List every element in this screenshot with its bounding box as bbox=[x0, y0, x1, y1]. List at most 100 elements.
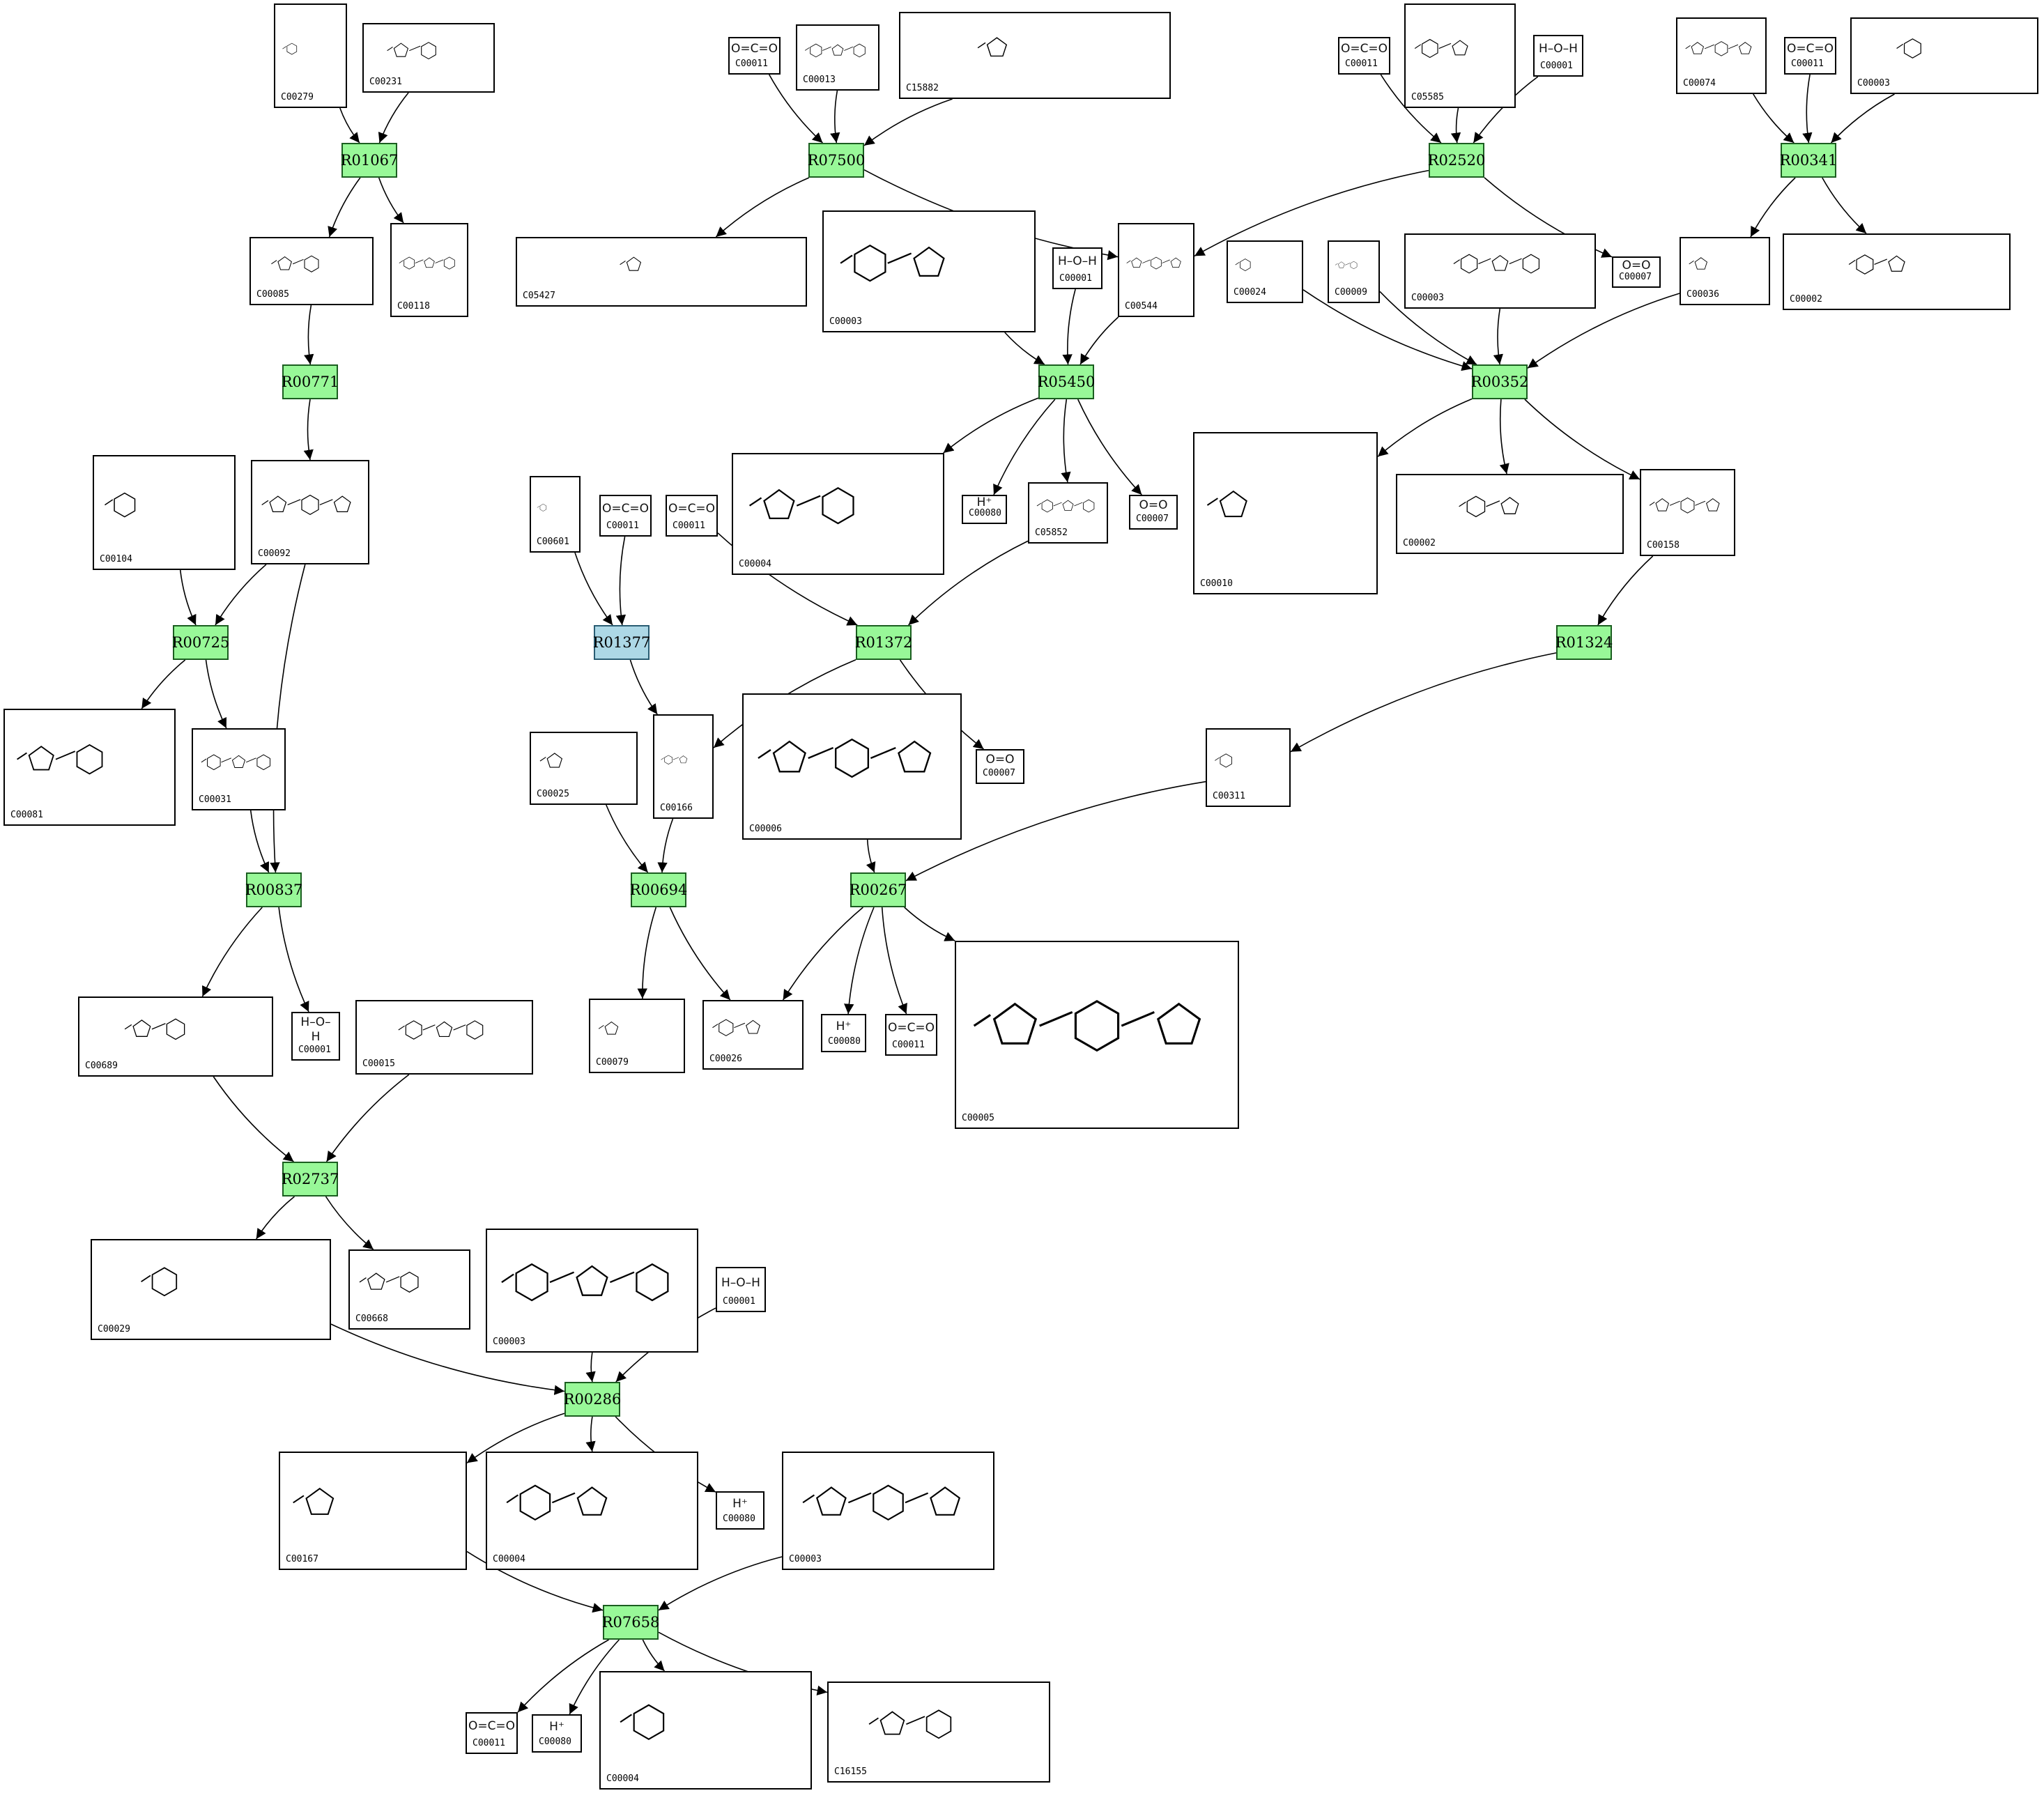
compound-c00025[interactable]: C00025 bbox=[530, 732, 638, 805]
compound-c00080[interactable]: H⁺C00080 bbox=[821, 1014, 866, 1052]
reaction-r00837[interactable]: R00837 bbox=[245, 872, 302, 907]
compound-c00079[interactable]: C00079 bbox=[589, 999, 685, 1073]
reaction-r00771[interactable]: R00771 bbox=[282, 364, 339, 399]
compound-c00104[interactable]: C00104 bbox=[93, 455, 236, 570]
reaction-r07658[interactable]: R07658 bbox=[602, 1605, 659, 1640]
compound-structure: O=O bbox=[1139, 498, 1168, 513]
compound-c00167[interactable]: C00167 bbox=[279, 1452, 467, 1570]
compound-c00010[interactable]: C00010 bbox=[1193, 432, 1378, 594]
compound-c00080[interactable]: H⁺C00080 bbox=[716, 1491, 764, 1530]
compound-c00668[interactable]: C00668 bbox=[348, 1249, 470, 1330]
compound-c00003[interactable]: C00003 bbox=[822, 210, 1036, 332]
compound-id-label: C00011 bbox=[1791, 59, 1824, 69]
compound-c00024[interactable]: C00024 bbox=[1227, 240, 1303, 303]
edge-c024-to-R00352 bbox=[1303, 289, 1473, 371]
reaction-r02737[interactable]: R02737 bbox=[282, 1162, 339, 1196]
compound-id-label: C00544 bbox=[1125, 301, 1158, 311]
compound-c00231[interactable]: C00231 bbox=[362, 23, 495, 93]
compound-c00031[interactable]: C00031 bbox=[192, 728, 286, 810]
compound-id-label: C00167 bbox=[286, 1554, 318, 1564]
compound-c16155[interactable]: C16155 bbox=[827, 1682, 1050, 1783]
compound-c05427[interactable]: C05427 bbox=[516, 237, 807, 307]
compound-id-label: C15882 bbox=[906, 83, 939, 93]
compound-c05852[interactable]: C05852 bbox=[1028, 482, 1108, 544]
compound-c00015[interactable]: C00015 bbox=[355, 1000, 533, 1075]
compound-c00029[interactable]: C00029 bbox=[91, 1239, 331, 1340]
compound-structure: O=O bbox=[1622, 258, 1651, 272]
reaction-r00694[interactable]: R00694 bbox=[630, 872, 687, 907]
compound-c00002[interactable]: C00002 bbox=[1783, 233, 2011, 310]
compound-c00003[interactable]: C00003 bbox=[1850, 17, 2038, 94]
compound-c00036[interactable]: C00036 bbox=[1680, 237, 1770, 305]
edge-R07500-to-c5427 bbox=[715, 177, 810, 238]
compound-c00003[interactable]: C00003 bbox=[782, 1452, 994, 1570]
edge-R07658-to-c080d bbox=[569, 1639, 620, 1715]
reaction-r01324[interactable]: R01324 bbox=[1555, 625, 1613, 660]
compound-structure bbox=[256, 465, 364, 546]
reaction-r00341[interactable]: R00341 bbox=[1780, 143, 1837, 178]
compound-c05585[interactable]: C05585 bbox=[1404, 3, 1516, 108]
compound-c00005[interactable]: C00005 bbox=[955, 941, 1239, 1129]
reaction-r02520[interactable]: R02520 bbox=[1428, 143, 1485, 178]
compound-c00166[interactable]: C00166 bbox=[653, 714, 714, 819]
compound-c00689[interactable]: C00689 bbox=[78, 996, 273, 1077]
compound-c00080[interactable]: H⁺C00080 bbox=[962, 495, 1007, 524]
compound-c00311[interactable]: C00311 bbox=[1206, 728, 1291, 807]
edge-R00694-to-c079 bbox=[637, 907, 657, 999]
compound-structure bbox=[1645, 475, 1730, 538]
compound-c00080[interactable]: H⁺C00080 bbox=[532, 1714, 582, 1753]
reaction-r00352[interactable]: R00352 bbox=[1471, 364, 1528, 399]
reaction-r01372[interactable]: R01372 bbox=[855, 625, 912, 660]
compound-c00081[interactable]: C00081 bbox=[3, 709, 176, 826]
reaction-r05450[interactable]: R05450 bbox=[1038, 364, 1095, 399]
compound-c15882[interactable]: C15882 bbox=[899, 12, 1171, 99]
compound-c00118[interactable]: C00118 bbox=[390, 223, 468, 317]
compound-id-label: C00009 bbox=[1335, 287, 1367, 298]
compound-c00085[interactable]: C00085 bbox=[249, 237, 374, 305]
edge-R02737-to-c029 bbox=[256, 1196, 295, 1240]
compound-c00003[interactable]: C00003 bbox=[486, 1229, 698, 1353]
reaction-r07500[interactable]: R07500 bbox=[808, 143, 865, 178]
compound-id-label: C00007 bbox=[1136, 514, 1169, 524]
compound-structure bbox=[521, 243, 801, 288]
compound-c00006[interactable]: C00006 bbox=[742, 693, 962, 840]
edge-c025-to-R00694 bbox=[606, 804, 649, 873]
edge-c003a-to-R00341 bbox=[1830, 93, 1895, 144]
reaction-r00725[interactable]: R00725 bbox=[172, 625, 229, 660]
reaction-r01067[interactable]: R01067 bbox=[341, 143, 398, 178]
compound-c00074[interactable]: C00074 bbox=[1676, 17, 1767, 94]
compound-c00601[interactable]: C00601 bbox=[530, 476, 581, 553]
compound-id-label: C00085 bbox=[256, 289, 289, 300]
compound-c00092[interactable]: C00092 bbox=[251, 460, 369, 564]
compound-c00009[interactable]: C00009 bbox=[1328, 240, 1380, 303]
compound-c00004[interactable]: C00004 bbox=[599, 1671, 812, 1790]
compound-c00544[interactable]: C00544 bbox=[1118, 223, 1194, 317]
edge-c011c-to-R00341 bbox=[1802, 74, 1813, 144]
compound-c00003[interactable]: C00003 bbox=[1404, 233, 1596, 309]
reaction-r01377[interactable]: R01377 bbox=[593, 625, 650, 660]
compound-c00002[interactable]: C00002 bbox=[1396, 474, 1624, 554]
compound-c00004[interactable]: C00004 bbox=[486, 1452, 698, 1570]
compound-id-label: C00004 bbox=[739, 559, 771, 569]
compound-c00026[interactable]: C00026 bbox=[702, 1000, 804, 1070]
compound-c00013[interactable]: C00013 bbox=[796, 24, 879, 91]
compound-c00158[interactable]: C00158 bbox=[1640, 469, 1735, 556]
compound-c00279[interactable]: C00279 bbox=[274, 3, 347, 108]
compound-c00004[interactable]: C00004 bbox=[732, 453, 944, 575]
reaction-r00267[interactable]: R00267 bbox=[850, 872, 907, 907]
reaction-r00286[interactable]: R00286 bbox=[564, 1382, 621, 1417]
